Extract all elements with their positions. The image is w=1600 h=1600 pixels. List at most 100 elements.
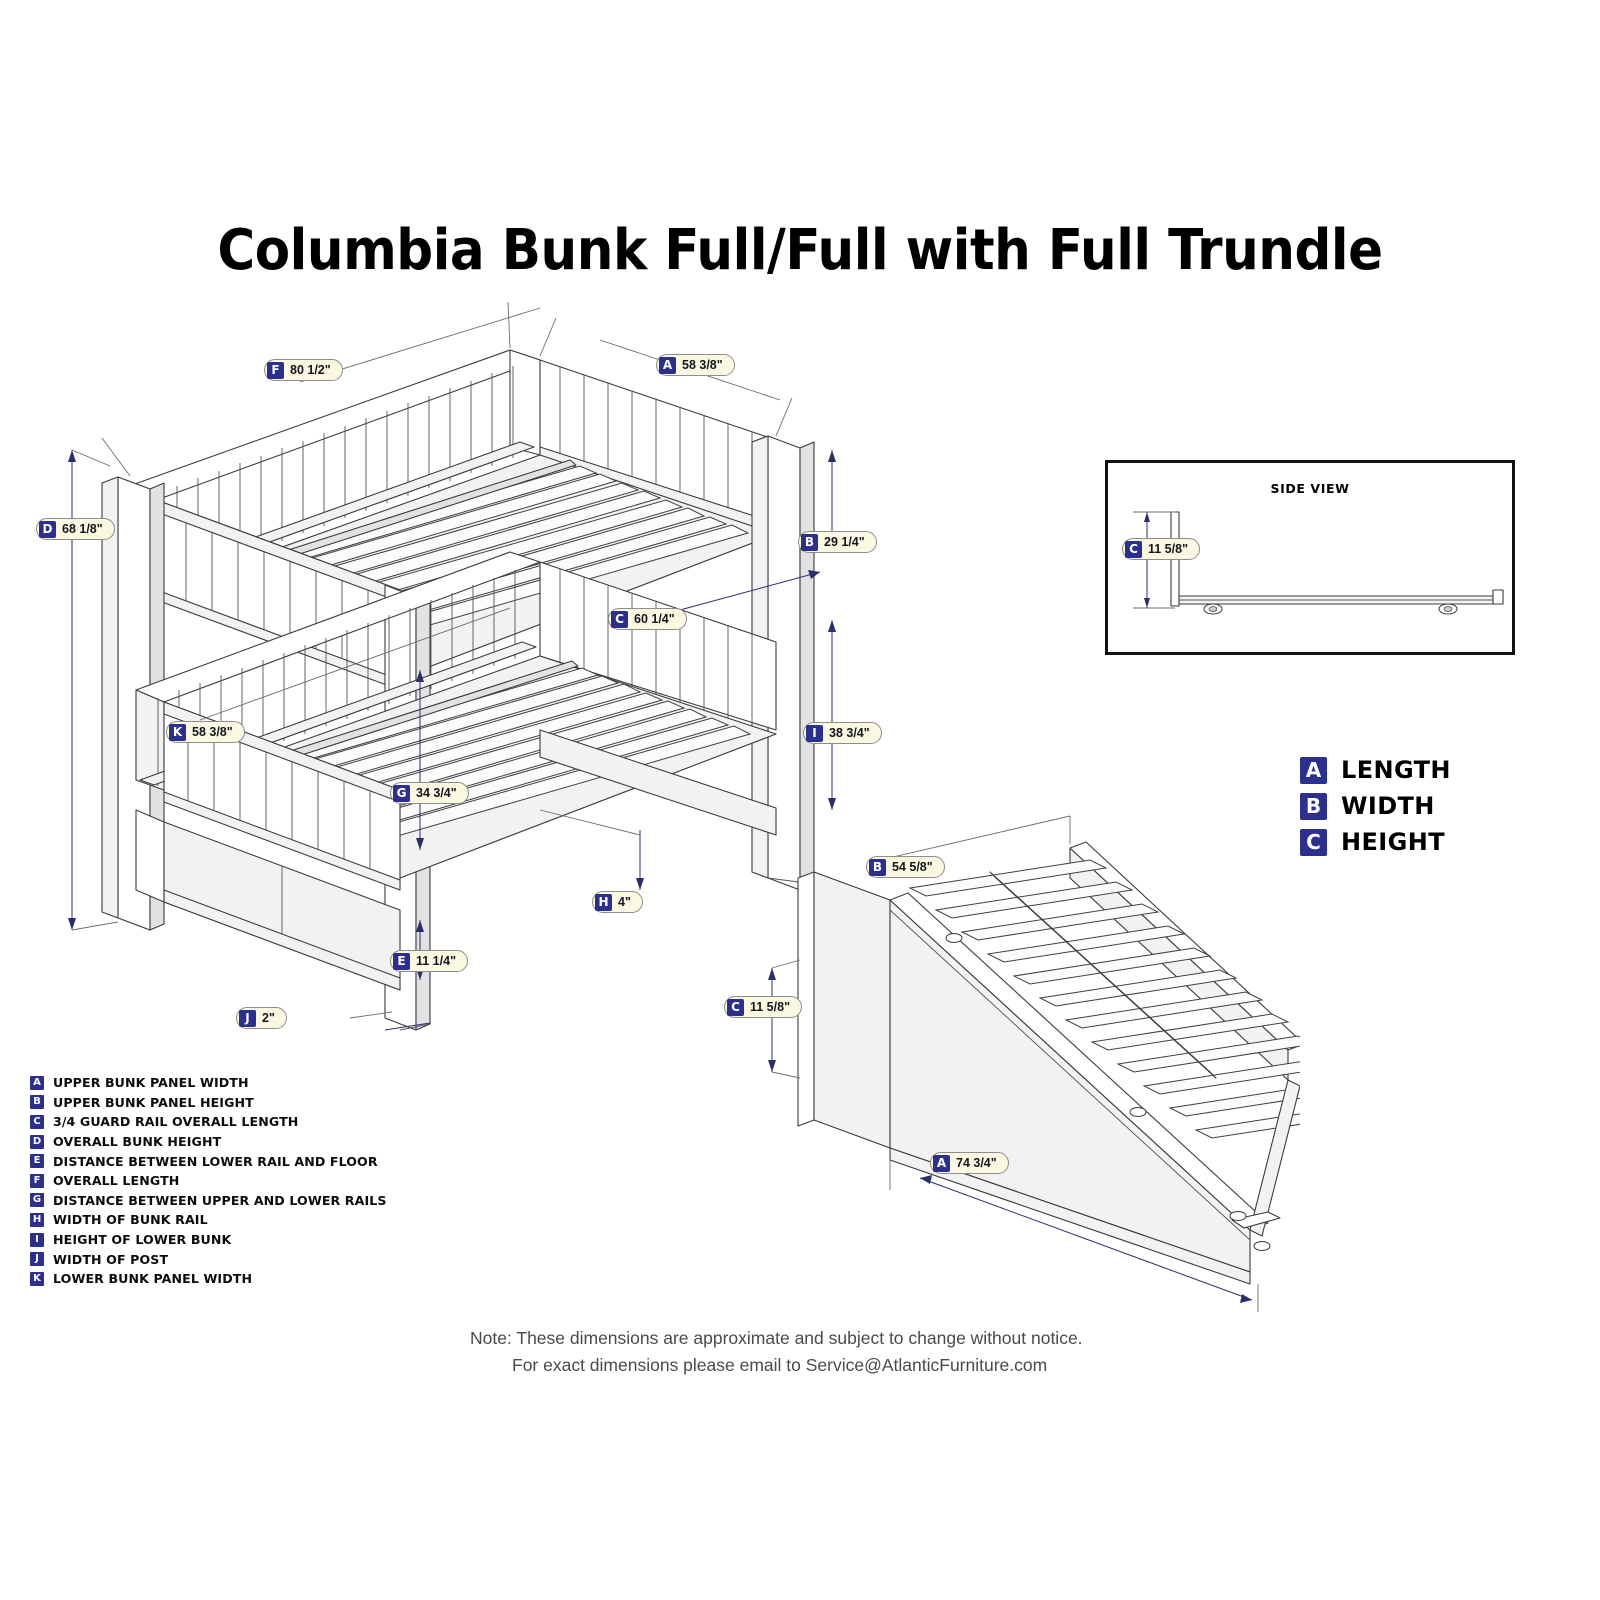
callout-c-guard-rail-length: C 60 1/4" (608, 608, 687, 630)
legend-tag: C (30, 1114, 44, 1129)
callout-tag: B (869, 858, 886, 876)
callout-tag: G (393, 784, 410, 802)
callout-tag: A (659, 356, 676, 374)
callout-tag: B (801, 533, 818, 551)
page-title: Columbia Bunk Full/Full with Full Trundl… (217, 218, 1383, 283)
callout-b-upper-panel-height: B 29 1/4" (798, 531, 877, 553)
legend-tag: F (30, 1173, 44, 1188)
callout-tag: E (393, 952, 410, 970)
callout-trundle-b-width: B 54 5/8" (866, 856, 945, 878)
callout-tag: I (806, 724, 823, 742)
abc-legend-key: A LENGTH B WIDTH C HEIGHT (1300, 752, 1451, 860)
callout-value: 60 1/4" (634, 612, 675, 626)
dimension-legend: A UPPER BUNK PANEL WIDTH B UPPER BUNK PA… (30, 1073, 387, 1289)
legend-label: UPPER BUNK PANEL HEIGHT (53, 1094, 254, 1110)
lower-bunk-base-panel (135, 809, 401, 991)
legend-item-f: F OVERALL LENGTH (30, 1171, 387, 1191)
callout-tag: F (267, 361, 284, 379)
callout-g-between-rails: G 34 3/4" (390, 782, 469, 804)
callout-tag: D (39, 520, 56, 538)
legend-item-b: B UPPER BUNK PANEL HEIGHT (30, 1093, 387, 1113)
callout-tag: C (1125, 540, 1142, 558)
note-line-1: Note: These dimensions are approximate a… (470, 1328, 1083, 1348)
legend-item-k: K LOWER BUNK PANEL WIDTH (30, 1269, 387, 1289)
legend-label: OVERALL LENGTH (53, 1173, 180, 1189)
callout-value: 11 5/8" (1148, 542, 1188, 556)
callout-h-bunk-rail-width: H 4" (592, 891, 643, 913)
legend-label: UPPER BUNK PANEL WIDTH (53, 1075, 249, 1091)
callout-f-overall-length: F 80 1/2" (264, 359, 343, 381)
legend-label: WIDTH OF BUNK RAIL (53, 1212, 208, 1228)
legend-label: WIDTH OF POST (53, 1251, 169, 1267)
abc-row-length: A LENGTH (1300, 752, 1451, 788)
legend-item-j: J WIDTH OF POST (30, 1249, 387, 1269)
side-view-casters (1203, 603, 1458, 615)
legend-tag: K (30, 1271, 44, 1286)
callout-value: 58 3/8" (682, 358, 723, 372)
trundle-head-panel (797, 871, 891, 1149)
callout-i-lower-bunk-height: I 38 3/4" (803, 722, 882, 744)
abc-row-width: B WIDTH (1300, 788, 1451, 824)
note-line-2: For exact dimensions please email to Ser… (512, 1355, 1048, 1375)
callout-value: 54 5/8" (892, 860, 933, 874)
callout-value: 2" (262, 1011, 275, 1025)
callout-e-lower-rail-floor: E 11 1/4" (390, 950, 468, 972)
callout-trundle-c-height: C 11 5/8" (724, 996, 802, 1018)
legend-tag: A (30, 1075, 44, 1090)
legend-item-d: D OVERALL BUNK HEIGHT (30, 1132, 387, 1152)
callout-value: 68 1/8" (62, 522, 103, 536)
callout-k-lower-panel-width: K 58 3/8" (166, 721, 245, 743)
callout-value: 74 3/4" (956, 1156, 997, 1170)
side-view-illustration (1133, 511, 1504, 615)
legend-tag: E (30, 1154, 44, 1169)
abc-label: LENGTH (1341, 756, 1451, 784)
callout-tag: A (933, 1154, 950, 1172)
legend-item-c: C 3/4 GUARD RAIL OVERALL LENGTH (30, 1112, 387, 1132)
callout-a-upper-panel-width: A 58 3/8" (656, 354, 735, 376)
callout-value: 11 5/8" (750, 1000, 790, 1014)
callout-value: 11 1/4" (416, 954, 456, 968)
trundle-foot-end (1231, 1079, 1300, 1237)
callout-value: 4" (618, 895, 631, 909)
legend-label: DISTANCE BETWEEN UPPER AND LOWER RAILS (53, 1192, 387, 1208)
callout-tag: H (595, 893, 612, 911)
trundle-illustration (768, 815, 1300, 1312)
callout-tag: J (239, 1009, 256, 1027)
legend-tag: D (30, 1134, 44, 1149)
legend-item-e: E DISTANCE BETWEEN LOWER RAIL AND FLOOR (30, 1151, 387, 1171)
legend-item-a: A UPPER BUNK PANEL WIDTH (30, 1073, 387, 1093)
legend-item-i: I HEIGHT OF LOWER BUNK (30, 1230, 387, 1250)
abc-label: HEIGHT (1341, 828, 1445, 856)
legend-label: LOWER BUNK PANEL WIDTH (53, 1271, 253, 1287)
callout-value: 38 3/4" (829, 726, 870, 740)
disclaimer-note: Note: These dimensions are approximate a… (470, 1325, 1170, 1379)
callout-sideview-c-height: C 11 5/8" (1122, 538, 1200, 560)
callout-tag: K (169, 723, 186, 741)
abc-tag: A (1300, 756, 1327, 784)
legend-label: HEIGHT OF LOWER BUNK (53, 1232, 232, 1248)
dimension-lines-trundle (768, 815, 1259, 1312)
lower-bunk-right-panel (539, 561, 777, 731)
legend-tag: I (30, 1232, 44, 1247)
callout-tag: C (727, 998, 744, 1016)
callout-tag: C (611, 610, 628, 628)
callout-d-overall-bunk-height: D 68 1/8" (36, 518, 115, 540)
abc-tag: C (1300, 828, 1327, 856)
callout-value: 80 1/2" (290, 363, 331, 377)
legend-item-g: G DISTANCE BETWEEN UPPER AND LOWER RAILS (30, 1191, 387, 1211)
abc-row-height: C HEIGHT (1300, 824, 1451, 860)
legend-tag: J (30, 1252, 44, 1267)
trundle-slats (908, 859, 1300, 1139)
callout-value: 34 3/4" (416, 786, 457, 800)
callout-value: 58 3/8" (192, 725, 233, 739)
callout-trundle-a-length: A 74 3/4" (930, 1152, 1009, 1174)
legend-tag: B (30, 1095, 44, 1110)
legend-label: DISTANCE BETWEEN LOWER RAIL AND FLOOR (53, 1153, 378, 1169)
legend-tag: G (30, 1193, 44, 1208)
legend-tag: H (30, 1212, 44, 1227)
abc-tag: B (1300, 792, 1327, 820)
legend-label: OVERALL BUNK HEIGHT (53, 1134, 222, 1150)
legend-item-h: H WIDTH OF BUNK RAIL (30, 1210, 387, 1230)
abc-label: WIDTH (1341, 792, 1435, 820)
